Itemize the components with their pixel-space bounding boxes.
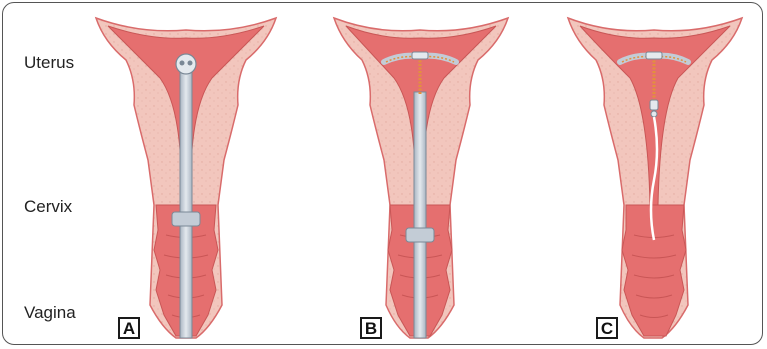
panel-a-illustration: [96, 18, 276, 338]
panel-a-label: A: [118, 317, 140, 339]
panel-c-illustration: [568, 18, 742, 338]
panel-c-label: C: [596, 317, 618, 339]
panel-b-illustration: [334, 18, 508, 338]
panel-b-label: B: [360, 317, 382, 339]
